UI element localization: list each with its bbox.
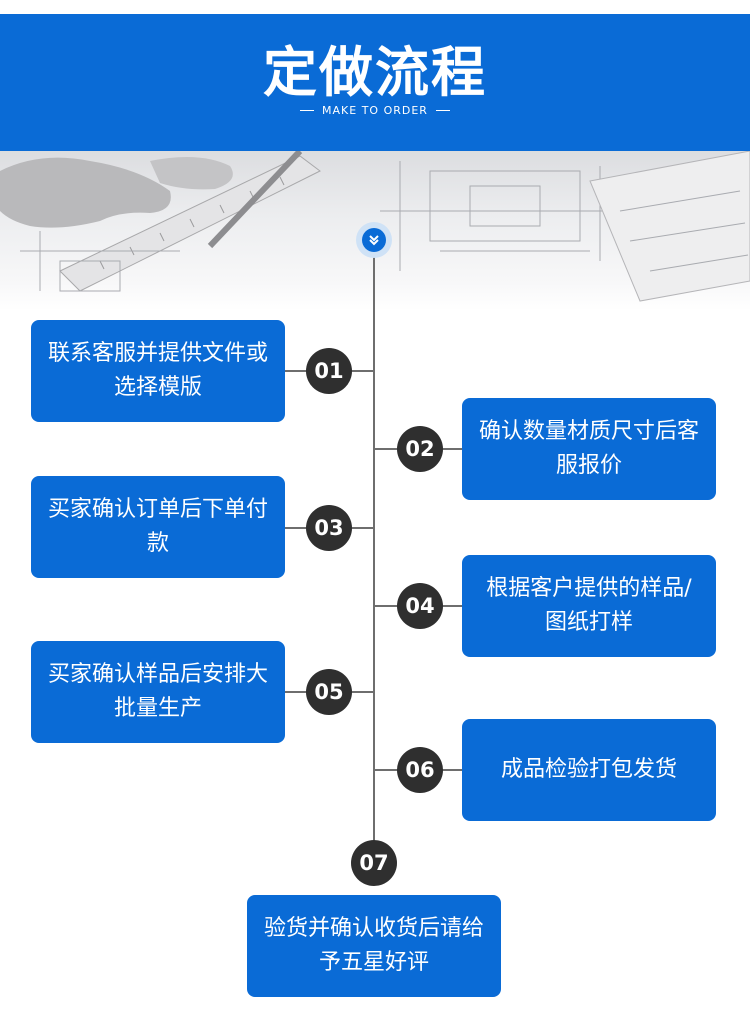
step-7-text: 验货并确认收货后请给予五星好评: [261, 912, 487, 980]
step-4-box: 根据客户提供的样品/图纸打样: [462, 555, 716, 657]
step-3-badge: 03: [306, 505, 352, 551]
subtitle-dash-left: [300, 110, 314, 111]
page-title: 定做流程: [0, 28, 750, 107]
step-4-badge: 04: [397, 583, 443, 629]
subtitle-dash-right: [436, 110, 450, 111]
step-4-text: 根据客户提供的样品/图纸打样: [476, 572, 702, 640]
step-2-text: 确认数量材质尺寸后客服报价: [476, 415, 702, 483]
step-1-badge: 01: [306, 348, 352, 394]
timeline-spine: [373, 250, 375, 850]
step-1-text: 联系客服并提供文件或选择模版: [45, 337, 271, 405]
step-6-text: 成品检验打包发货: [501, 753, 677, 787]
step-1-box: 联系客服并提供文件或选择模版: [31, 320, 285, 422]
scroll-indicator: [356, 222, 392, 258]
step-7-badge: 07: [351, 840, 397, 886]
step-2-box: 确认数量材质尺寸后客服报价: [462, 398, 716, 500]
step-6-badge: 06: [397, 747, 443, 793]
step-5-box: 买家确认样品后安排大批量生产: [31, 641, 285, 743]
subtitle-text: MAKE TO ORDER: [322, 104, 428, 117]
double-chevron-down-icon: [362, 228, 386, 252]
step-2-badge: 02: [397, 426, 443, 472]
step-7-box: 验货并确认收货后请给予五星好评: [247, 895, 501, 997]
step-3-box: 买家确认订单后下单付款: [31, 476, 285, 578]
step-5-text: 买家确认样品后安排大批量生产: [45, 658, 271, 726]
step-6-box: 成品检验打包发货: [462, 719, 716, 821]
step-3-text: 买家确认订单后下单付款: [45, 493, 271, 561]
step-5-badge: 05: [306, 669, 352, 715]
page-subtitle: MAKE TO ORDER: [0, 100, 750, 120]
